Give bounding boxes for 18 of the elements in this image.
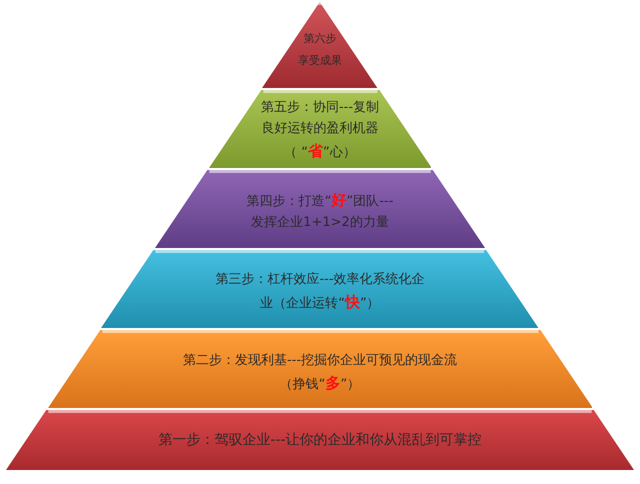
- pyramid-level: [48, 330, 592, 408]
- step-text: 第二步：发现利基---挖掘你企业可预见的现金流: [182, 352, 458, 370]
- pyramid-level: [208, 90, 432, 168]
- step-text: 良好运转的盈利机器: [261, 120, 378, 138]
- pyramid-level: [6, 410, 634, 470]
- step-text: （ “省”心）: [284, 140, 356, 162]
- step-text: 业（企业运转“快”）: [260, 292, 380, 312]
- step-text: 第一步：驾驭企业---让你的企业和你从混乱到可掌控: [158, 430, 482, 450]
- step-text: 发挥企业1+1>2的力量: [251, 214, 389, 232]
- pyramid-level: [262, 2, 378, 88]
- step-text: （挣钱“多”）: [280, 372, 360, 394]
- pyramid-level: [101, 250, 539, 328]
- step-text: 第六步: [303, 31, 336, 47]
- pyramid-level: [154, 170, 486, 248]
- step-text: 第三步：杠杆效应---效率化系统化企: [215, 270, 425, 289]
- step-text: 第五步：协同---复制: [260, 99, 380, 118]
- step-text: 享受成果: [298, 53, 342, 69]
- step-text: 第四步：打造“好”团队---: [246, 190, 394, 211]
